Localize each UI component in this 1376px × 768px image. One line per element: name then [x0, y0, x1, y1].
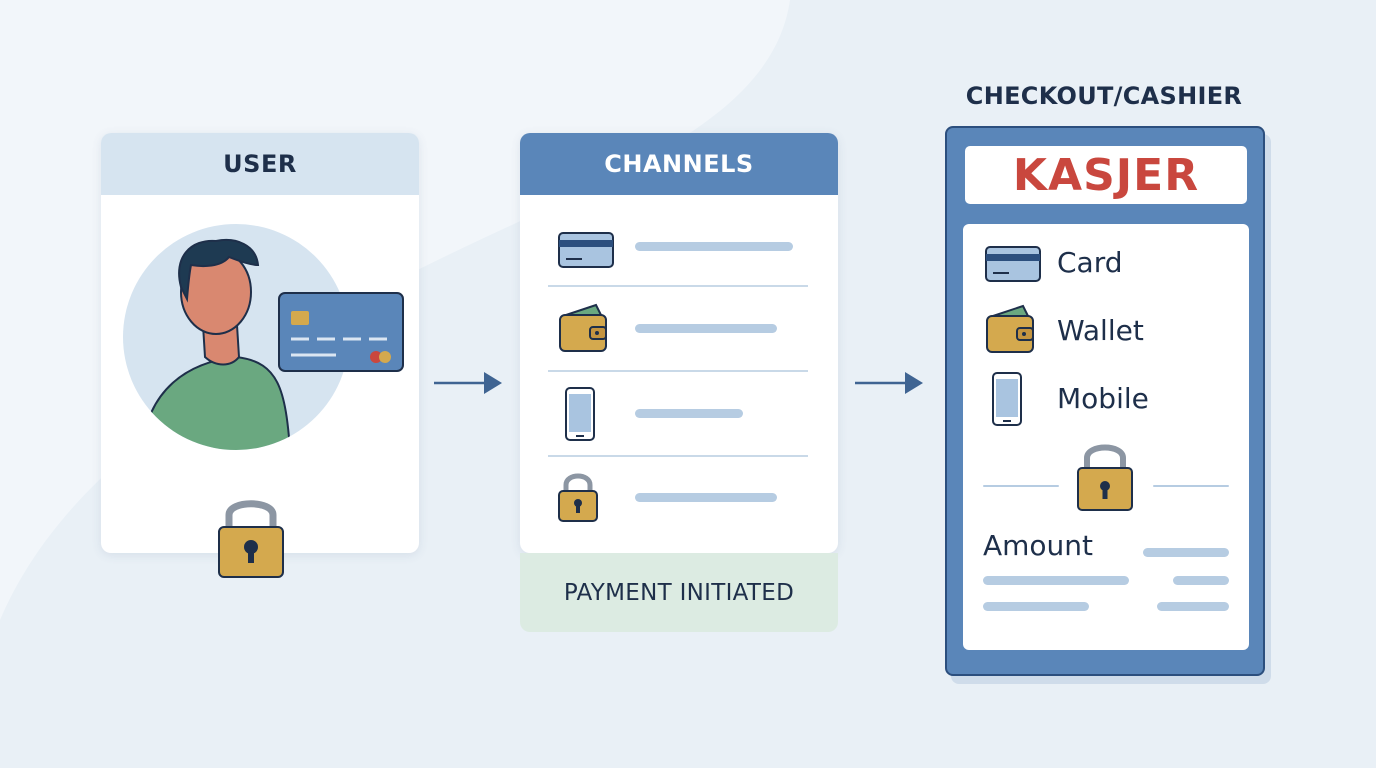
- arrow-channels-to-checkout: [855, 372, 923, 394]
- payment-option-wallet[interactable]: Wallet: [983, 302, 1233, 362]
- credit-card-icon: [985, 246, 1041, 282]
- lock-icon: [1077, 444, 1133, 511]
- line-item-bar: [983, 576, 1129, 585]
- payment-option-label: Wallet: [1057, 314, 1144, 347]
- mobile-phone-icon: [992, 372, 1022, 426]
- mobile-phone-icon: [565, 387, 595, 441]
- payment-initiated-status: PAYMENT INITIATED: [520, 553, 838, 632]
- channel-row-mobile: [548, 385, 808, 445]
- channel-placeholder-bar: [635, 409, 743, 418]
- amount-label: Amount: [983, 529, 1094, 562]
- channel-placeholder-bar: [635, 242, 793, 251]
- checkout-body: Card Wallet Mobile: [963, 224, 1249, 650]
- arrow-user-to-channels: [434, 372, 502, 394]
- channels-panel-title: CHANNELS: [520, 133, 838, 195]
- divider: [548, 370, 808, 372]
- user-avatar-icon: [123, 224, 404, 450]
- channel-placeholder-bar: [635, 493, 777, 502]
- channel-row-wallet: [548, 301, 808, 361]
- amount-value-bar: [1143, 548, 1229, 557]
- payment-option-label: Card: [1057, 246, 1123, 279]
- wallet-icon: [986, 304, 1034, 353]
- checkout-cashier-device: KASJER Card Wallet: [945, 126, 1265, 676]
- line-item-bar: [983, 602, 1089, 611]
- payment-option-card[interactable]: Card: [983, 244, 1233, 304]
- lock-icon: [218, 500, 284, 578]
- payment-option-mobile[interactable]: Mobile: [983, 370, 1233, 430]
- lock-icon: [558, 473, 598, 522]
- divider: [548, 285, 808, 287]
- channel-row-card: [548, 230, 808, 290]
- line-item-bar: [1157, 602, 1229, 611]
- divider: [983, 485, 1059, 487]
- credit-card-icon: [558, 232, 614, 268]
- wallet-icon: [559, 303, 607, 352]
- divider: [548, 455, 808, 457]
- channel-placeholder-bar: [635, 324, 777, 333]
- payment-option-label: Mobile: [1057, 382, 1149, 415]
- user-panel-title: USER: [101, 133, 419, 195]
- user-panel: USER: [101, 133, 419, 578]
- kasjer-brand-label: KASJER: [965, 146, 1247, 204]
- channel-row-secure: [548, 469, 808, 529]
- checkout-title: CHECKOUT/CASHIER: [965, 82, 1243, 110]
- line-item-bar: [1173, 576, 1229, 585]
- divider: [1153, 485, 1229, 487]
- channels-panel: CHANNELS: [520, 133, 838, 553]
